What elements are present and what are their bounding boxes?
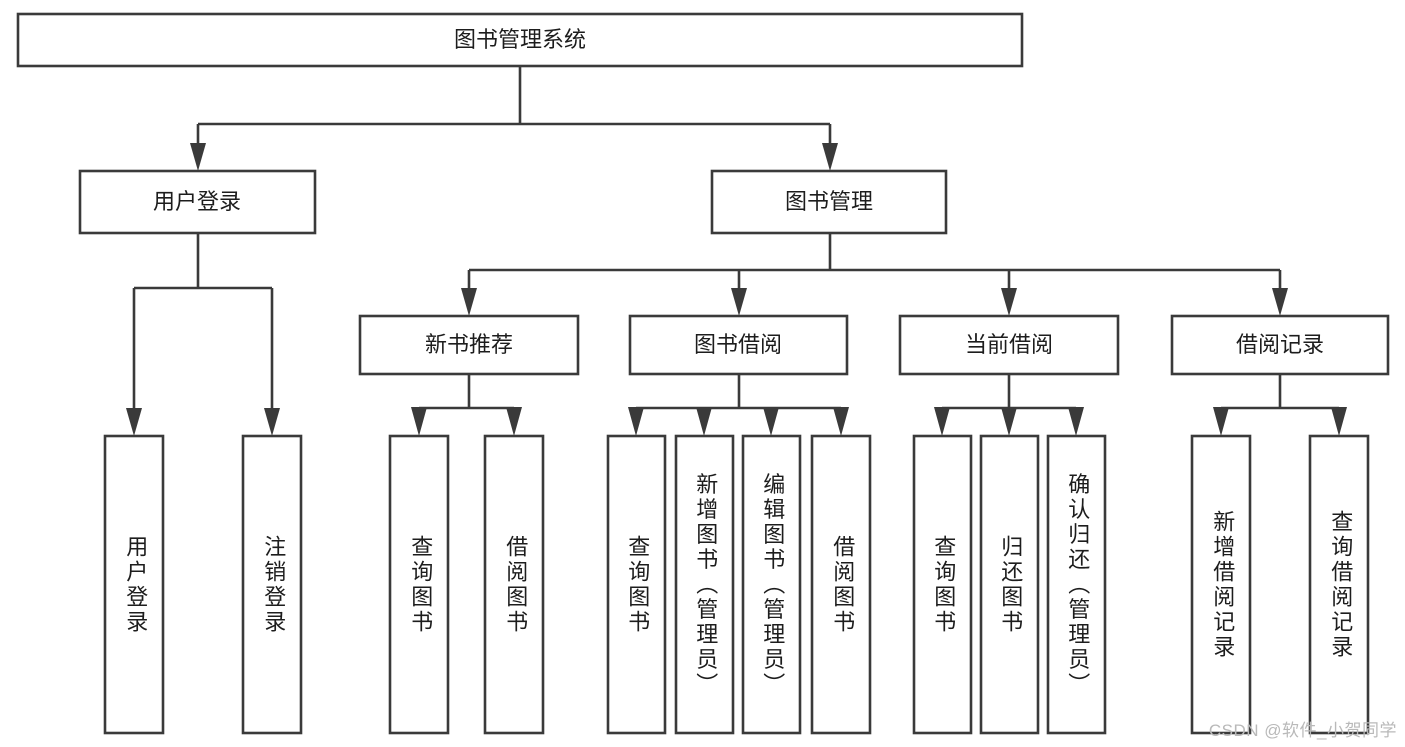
leaf-user-login[interactable]: 用户登录: [103, 434, 165, 735]
leaf-confirm-return-admin-box[interactable]: [1046, 434, 1107, 735]
leaf-borrow-book-newrec-box[interactable]: [483, 434, 545, 735]
arrow-to-new-book-rec: [461, 288, 477, 316]
node-new-book-recommend-label: 新书推荐: [425, 332, 513, 357]
leaf-confirm-return-admin-label: 确认归还（管理员）: [1065, 473, 1090, 698]
arrow-borrow-leaf-3: [763, 407, 779, 436]
leaf-add-borrow-record[interactable]: 新增借阅记录: [1190, 434, 1252, 735]
leaf-add-book-admin-box[interactable]: [674, 434, 735, 735]
leaf-edit-book-admin-box[interactable]: [741, 434, 802, 735]
arrow-current-leaf-1: [934, 407, 950, 436]
leaf-query-book-borrow-box[interactable]: [606, 434, 667, 735]
node-book-management-label: 图书管理: [785, 189, 873, 214]
leaf-borrow-book[interactable]: 借阅图书: [810, 434, 872, 735]
leaf-borrow-book-label: 借阅图书: [830, 535, 855, 635]
leaf-query-book-newrec-label: 查询图书: [408, 535, 433, 635]
node-borrow-record-box[interactable]: [1170, 314, 1390, 376]
leaf-query-book-current[interactable]: 查询图书: [912, 434, 973, 735]
node-book-management-box[interactable]: [710, 169, 948, 235]
leaf-query-book-borrow[interactable]: 查询图书: [606, 434, 667, 735]
arrow-leaf-logout-login: [264, 408, 280, 436]
node-root-box[interactable]: [16, 12, 1024, 68]
node-current-borrow[interactable]: 当前借阅: [898, 314, 1120, 376]
node-root-label: 图书管理系统: [454, 27, 586, 52]
leaf-borrow-book-box[interactable]: [810, 434, 872, 735]
leaf-add-borrow-record-label: 新增借阅记录: [1210, 510, 1235, 660]
leaf-user-login-label: 用户登录: [123, 535, 148, 635]
arrow-record-leaf-2: [1331, 407, 1347, 436]
arrow-newbook-leaf-2: [506, 407, 522, 436]
leaf-logout-login-label: 注销登录: [261, 535, 286, 635]
leaf-query-book-current-box[interactable]: [912, 434, 973, 735]
arrow-newbook-leaf-1: [411, 407, 427, 436]
arrow-record-leaf-1: [1213, 407, 1229, 436]
leaf-logout-login[interactable]: 注销登录: [241, 434, 303, 735]
node-root[interactable]: 图书管理系统: [16, 12, 1024, 68]
leaf-query-borrow-record-label: 查询借阅记录: [1328, 510, 1353, 660]
leaf-query-book-newrec-box[interactable]: [388, 434, 450, 735]
leaf-confirm-return-admin[interactable]: 确认归还（管理员）: [1046, 434, 1107, 735]
node-book-borrow-label: 图书借阅: [694, 332, 782, 357]
node-book-borrow[interactable]: 图书借阅: [628, 314, 849, 376]
node-new-book-recommend-box[interactable]: [358, 314, 580, 376]
arrow-to-user-login: [190, 143, 206, 171]
arrow-to-book-mgmt: [822, 143, 838, 171]
nodes-layer: 图书管理系统 用户登录 图书管理 新书推荐 图书借阅 当前: [16, 12, 1390, 735]
leaf-return-book-box[interactable]: [979, 434, 1040, 735]
leaf-edit-book-admin-label: 编辑图书（管理员）: [760, 473, 785, 698]
leaf-borrow-book-newrec[interactable]: 借阅图书: [483, 434, 545, 735]
node-book-management[interactable]: 图书管理: [710, 169, 948, 235]
leaf-query-book-newrec[interactable]: 查询图书: [388, 434, 450, 735]
leaf-add-book-admin[interactable]: 新增图书（管理员）: [674, 434, 735, 735]
node-borrow-record-label: 借阅记录: [1236, 332, 1324, 357]
arrow-borrow-leaf-4: [833, 407, 849, 436]
edges-layer: [126, 66, 1347, 436]
leaf-query-book-borrow-label: 查询图书: [625, 535, 650, 635]
leaf-user-login-box[interactable]: [103, 434, 165, 735]
leaf-borrow-book-newrec-label: 借阅图书: [503, 535, 528, 635]
leaf-query-borrow-record[interactable]: 查询借阅记录: [1308, 434, 1370, 735]
leaf-add-borrow-record-box[interactable]: [1190, 434, 1252, 735]
arrow-borrow-leaf-2: [696, 407, 712, 436]
arrow-to-borrow-record: [1272, 288, 1288, 316]
leaf-query-borrow-record-box[interactable]: [1308, 434, 1370, 735]
arrow-current-leaf-3: [1068, 407, 1084, 436]
arrow-current-leaf-2: [1001, 407, 1017, 436]
arrow-to-current-borrow: [1001, 288, 1017, 316]
node-book-borrow-box[interactable]: [628, 314, 849, 376]
node-user-login-label: 用户登录: [153, 189, 241, 214]
leaf-logout-login-box[interactable]: [241, 434, 303, 735]
leaf-return-book[interactable]: 归还图书: [979, 434, 1040, 735]
node-user-login-box[interactable]: [78, 169, 317, 235]
node-new-book-recommend[interactable]: 新书推荐: [358, 314, 580, 376]
leaf-return-book-label: 归还图书: [998, 535, 1023, 635]
arrow-to-book-borrow: [731, 288, 747, 316]
node-current-borrow-box[interactable]: [898, 314, 1120, 376]
arrow-leaf-user-login: [126, 408, 142, 436]
node-borrow-record[interactable]: 借阅记录: [1170, 314, 1390, 376]
csdn-watermark: CSDN @软件_小贺同学: [1208, 721, 1397, 740]
node-current-borrow-label: 当前借阅: [965, 332, 1053, 357]
leaf-edit-book-admin[interactable]: 编辑图书（管理员）: [741, 434, 802, 735]
node-user-login[interactable]: 用户登录: [78, 169, 317, 235]
arrow-borrow-leaf-1: [628, 407, 644, 436]
leaf-query-book-current-label: 查询图书: [931, 535, 956, 635]
leaf-add-book-admin-label: 新增图书（管理员）: [693, 473, 718, 698]
